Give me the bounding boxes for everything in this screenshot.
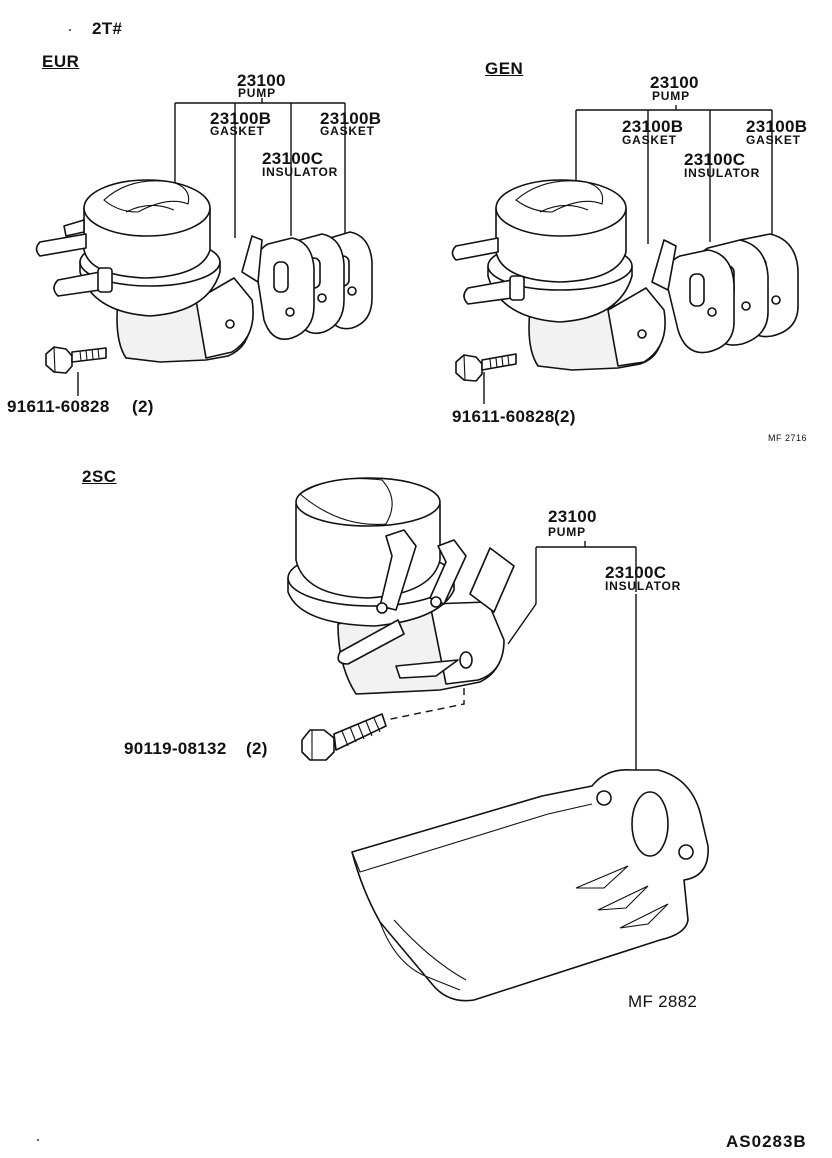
sc-leader-lines bbox=[385, 541, 637, 778]
section-title-gen: GEN bbox=[485, 59, 524, 78]
sc-pump bbox=[287, 477, 515, 695]
sc-insulator bbox=[351, 769, 709, 1002]
eur-leader-lines bbox=[77, 98, 346, 396]
eur-gasket-2-name: GASKET bbox=[320, 124, 375, 138]
eur-gasket-1-number: 23100B bbox=[210, 109, 272, 128]
gen-gasket-2-number: 23100B bbox=[746, 117, 808, 136]
sc-pump-number: 23100 bbox=[548, 507, 597, 526]
sc-bolt-number: 90119-08132 bbox=[124, 739, 227, 758]
gen-pump-number: 23100 bbox=[650, 73, 699, 92]
eur-insulator-name: INSULATOR bbox=[262, 165, 339, 179]
eur-pump-name: PUMP bbox=[238, 86, 276, 100]
gen-gasket-2-name: GASKET bbox=[746, 133, 801, 147]
gen-insulator-name: INSULATOR bbox=[684, 166, 761, 180]
gen-insulator-number: 23100C bbox=[684, 150, 746, 169]
gen-bolt bbox=[455, 353, 517, 382]
gen-gasket-1-name: GASKET bbox=[622, 133, 677, 147]
eur-gasket-front bbox=[255, 237, 315, 340]
sc-bolt-qty: (2) bbox=[246, 739, 268, 758]
section-title-2sc: 2SC bbox=[82, 467, 117, 486]
eur-gasket-1-name: GASKET bbox=[210, 124, 265, 138]
gen-figure-code: MF 2716 bbox=[768, 433, 808, 443]
gen-gasket-front bbox=[665, 249, 735, 354]
sc-insulator-number: 23100C bbox=[605, 563, 667, 582]
sc-insulator-name: INSULATOR bbox=[605, 579, 682, 593]
sc-bolt bbox=[301, 713, 387, 761]
eur-bolt bbox=[45, 346, 107, 374]
eur-gasket-2-number: 23100B bbox=[320, 109, 382, 128]
eur-pump bbox=[35, 179, 263, 363]
sc-pump-name: PUMP bbox=[548, 525, 586, 539]
eur-insulator-number: 23100C bbox=[262, 149, 324, 168]
gen-pump-name: PUMP bbox=[652, 89, 690, 103]
page-specks bbox=[37, 29, 71, 1141]
gen-gasket-1-number: 23100B bbox=[622, 117, 684, 136]
eur-pump-number: 23100 bbox=[237, 71, 286, 90]
gen-leader-lines bbox=[483, 105, 773, 404]
gen-bolt-qty: (2) bbox=[554, 407, 576, 426]
eur-bolt-qty: (2) bbox=[132, 397, 154, 416]
gen-bolt-number: 91611-60828 bbox=[452, 407, 555, 426]
footer-code: AS0283B bbox=[726, 1132, 807, 1151]
section-title-eur: EUR bbox=[42, 52, 80, 71]
sc-figure-code: MF 2882 bbox=[628, 992, 698, 1011]
gen-pump bbox=[451, 179, 677, 371]
eur-bolt-number: 91611-60828 bbox=[7, 397, 110, 416]
header-model-code: 2T# bbox=[92, 19, 123, 38]
